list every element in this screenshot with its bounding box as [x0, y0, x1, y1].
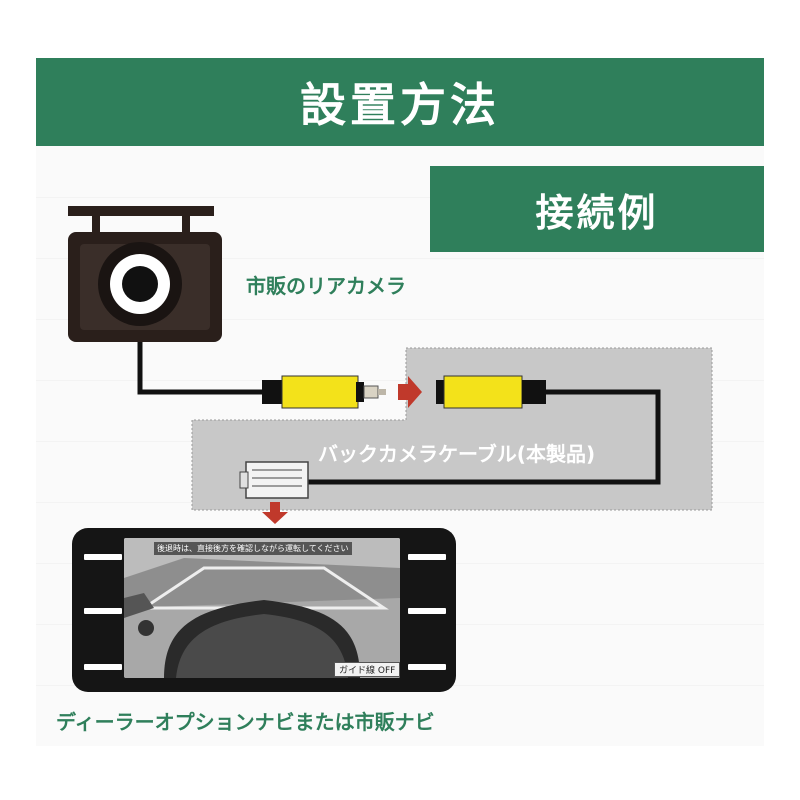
navi-slot — [408, 664, 446, 670]
cable-label: バックカメラケーブル(本製品) — [318, 442, 596, 466]
navi-slot — [408, 554, 446, 560]
camera-label: 市販のリアカメラ — [246, 274, 406, 298]
navi-screen: 後退時は、直接後方を確認しながら運転してください ガイド線 OFF — [124, 538, 400, 678]
subtitle-banner: 接続例 — [430, 166, 764, 252]
navi-label: ディーラーオプションナビまたは市販ナビ — [56, 710, 435, 734]
navi-slot — [84, 608, 122, 614]
navi-slot — [84, 554, 122, 560]
screen-warning-text: 後退時は、直接後方を確認しながら運転してください — [154, 542, 352, 555]
navi-slot — [84, 664, 122, 670]
title-banner: 設置方法 — [36, 58, 764, 146]
page-title: 設置方法 — [300, 78, 500, 132]
guide-line-toggle-button[interactable]: ガイド線 OFF — [334, 662, 400, 677]
section-title: 接続例 — [535, 190, 659, 235]
navi-slot — [408, 608, 446, 614]
rear-view-image — [124, 538, 400, 678]
